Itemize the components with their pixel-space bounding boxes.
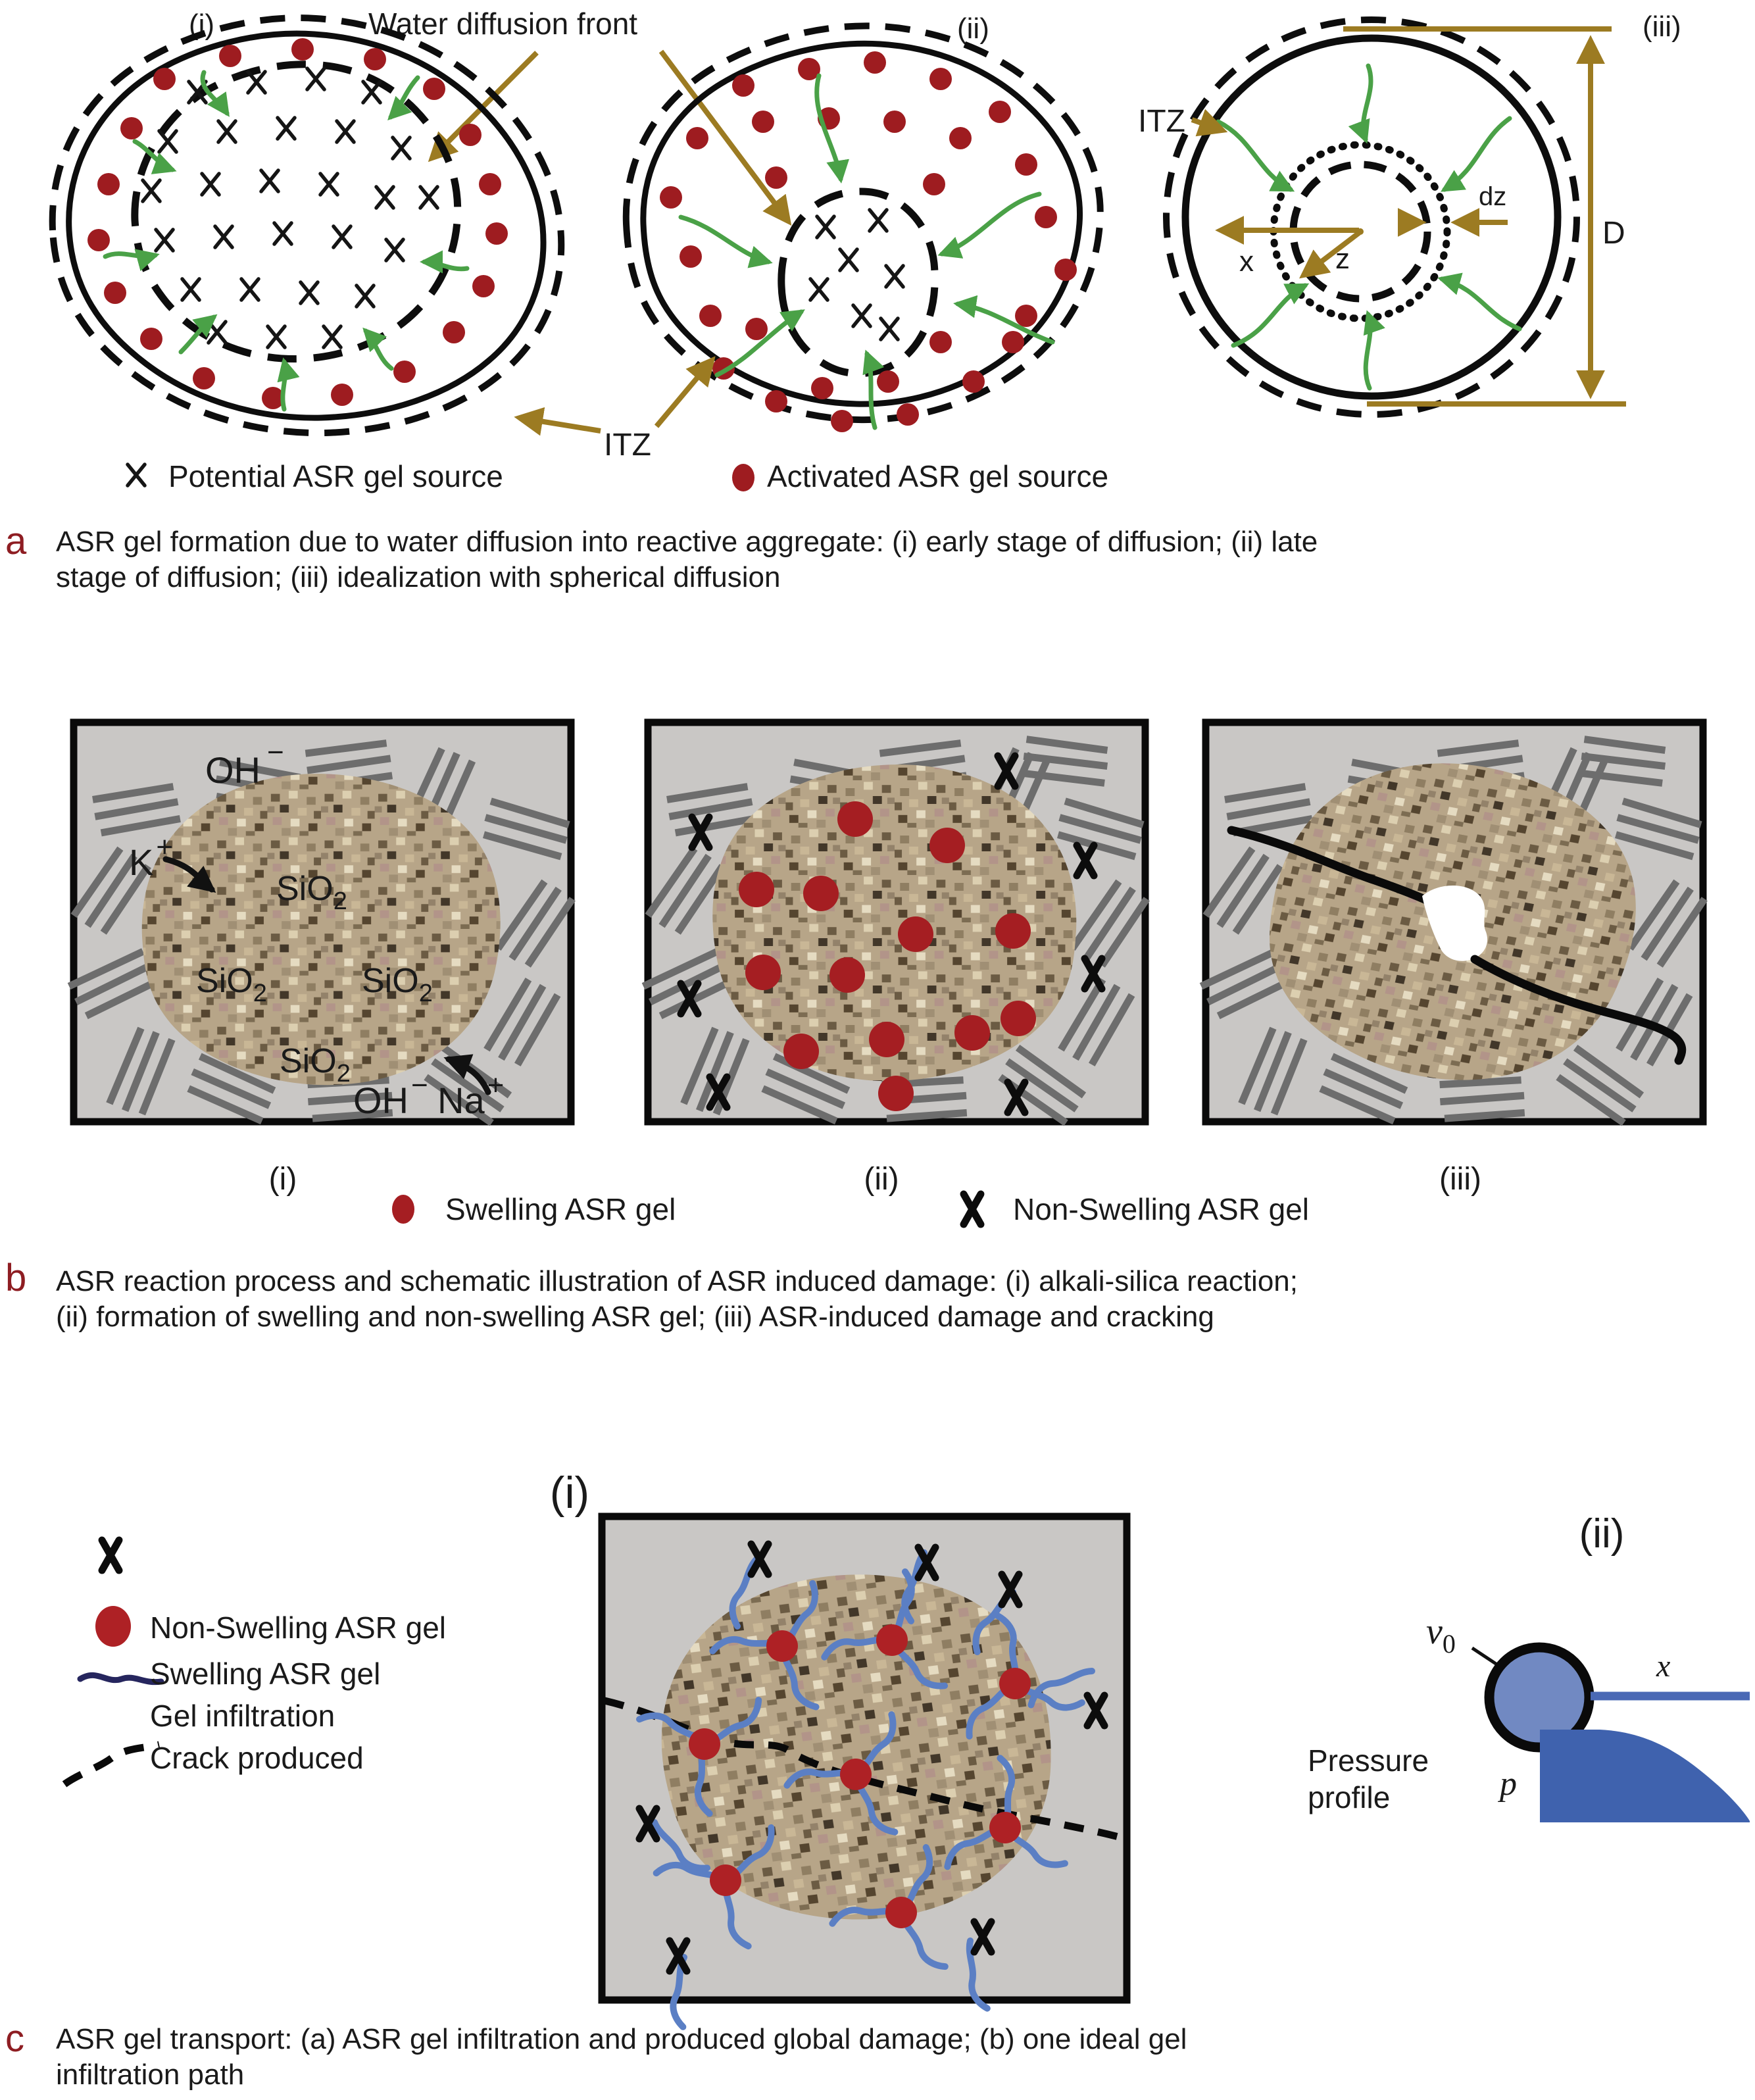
sio2-label-3: SiO2 — [362, 962, 433, 1007]
panel-b-sublabel-i: (i) — [269, 1162, 297, 1197]
sio2-label-1: SiO2 — [276, 870, 347, 915]
water-diffusion-front-label: Water diffusion front — [368, 7, 637, 41]
caption-a-line1: ASR gel formation due to water diffusion… — [56, 526, 1318, 558]
panel-a-legend: Potential ASR gel source Activated ASR g… — [128, 459, 1108, 493]
caption-c-letter: c — [5, 2017, 24, 2060]
reactive-aggregate-i — [141, 774, 501, 1086]
water-front-arrow-left — [428, 51, 539, 162]
x-dimension-label: x — [1239, 245, 1254, 278]
aggregate-late-stage — [622, 22, 1104, 432]
red-dot-icon — [392, 1195, 414, 1224]
pressure-label-line2: profile — [1308, 1780, 1390, 1814]
non-swelling-gel-dots — [689, 1624, 1031, 1928]
global-crack-dashed — [603, 1697, 1127, 1843]
gel-source-circle — [1484, 1642, 1594, 1753]
water-inflow-arrows-ii — [678, 73, 1055, 430]
aggregate-early-stage — [49, 14, 565, 437]
panel-c-ideal-path: (ii) v0 x Pressure profile p — [1308, 1511, 1750, 1822]
dashed-crack-icon — [62, 1741, 161, 1788]
swelling-gel-dots — [739, 801, 1036, 1111]
legend-c-swelling-label: Swelling ASR gel — [150, 1657, 380, 1691]
caption-c-line1: ASR gel transport: (a) ASR gel infiltrat… — [56, 2023, 1187, 2055]
panel-a-sublabel-ii: (ii) — [957, 12, 989, 45]
pressure-label-line1: Pressure — [1308, 1743, 1429, 1778]
red-dot-icon — [95, 1606, 131, 1647]
itz-arrow-right — [654, 356, 716, 428]
navy-wavy-line-icon — [77, 1672, 164, 1686]
oh-bottom-label: OH− — [353, 1069, 428, 1121]
oh-top-label: OH− — [205, 736, 284, 791]
legend-nonswelling-label: Non-Swelling ASR gel — [1013, 1192, 1309, 1226]
dz-label: dz — [1479, 182, 1506, 211]
panel-c-legend: Non-Swelling ASR gel Swelling ASR gel Ge… — [62, 1540, 446, 1788]
panel-a-sublabel-iii: (iii) — [1643, 11, 1681, 43]
water-inflow-arrows-iii — [1216, 63, 1522, 391]
panel-a-diagram: (i) (ii) (iii) Water diffusion front — [5, 7, 1681, 593]
crack-segment-left — [1227, 826, 1431, 905]
caption-b-line1: ASR reaction process and schematic illus… — [56, 1265, 1298, 1297]
activated-gel-sources-i — [87, 38, 508, 409]
caption-b-line2: (ii) formation of swelling and non-swell… — [56, 1301, 1214, 1333]
na-ion-label: Na+ — [437, 1069, 504, 1121]
x-mark-icon — [102, 1540, 119, 1570]
caption-c-line2: infiltration path — [56, 2059, 244, 2091]
itz-arrow-left — [514, 407, 601, 436]
pressure-profile-shape — [1540, 1730, 1750, 1822]
sio2-label-2: SiO2 — [196, 962, 267, 1007]
crack-segment-right — [1470, 955, 1687, 1065]
na-diffusion-arrow — [443, 1054, 491, 1095]
caption-b-letter: b — [5, 1257, 26, 1299]
x-mark-icon — [128, 464, 145, 486]
panel-b-legend: Swelling ASR gel Non-Swelling ASR gel — [392, 1192, 1309, 1226]
caption-a-line2: stage of diffusion; (iii) idealization w… — [56, 561, 780, 593]
panel-b-sublabel-ii: (ii) — [864, 1162, 899, 1197]
itz-label-a: ITZ — [604, 428, 651, 463]
activated-gel-sources-ii — [660, 51, 1077, 432]
legend-swelling-label: Swelling ASR gel — [445, 1192, 676, 1226]
panel-c-diagram: Non-Swelling ASR gel Swelling ASR gel Ge… — [5, 1468, 1750, 2091]
panel-b-box-ii — [642, 718, 1147, 1124]
water-front-arrow-right — [658, 49, 792, 226]
legend-c-nonswelling-label: Non-Swelling ASR gel — [150, 1611, 446, 1645]
potential-gel-sources-i — [143, 68, 437, 347]
legend-potential-label: Potential ASR gel source — [168, 459, 503, 493]
p-label: p — [1497, 1765, 1517, 1803]
sio2-label-4: SiO2 — [280, 1042, 351, 1088]
itz-arrow-iii — [1191, 109, 1228, 137]
legend-c-gel-infiltration-label: Gel infiltration — [150, 1699, 335, 1733]
white-gel-pocket — [1422, 885, 1488, 961]
legend-activated-label: Activated ASR gel source — [767, 459, 1108, 493]
caption-a-letter: a — [5, 520, 27, 562]
panel-c-box-i — [598, 1512, 1131, 2028]
k-diffusion-arrow — [162, 856, 216, 893]
potential-gel-sources-ii — [810, 210, 903, 339]
panel-b-sublabel-iii: (iii) — [1439, 1162, 1481, 1197]
d-dimension-label: D — [1602, 216, 1625, 251]
x-mark-icon — [964, 1194, 981, 1224]
panel-b-box-iii — [1200, 718, 1705, 1124]
panel-c-sublabel-i: (i) — [550, 1468, 589, 1518]
panel-b-box-i: OH− K+ SiO2 SiO2 SiO2 SiO2 OH− Na+ — [68, 718, 573, 1124]
idealized-sphere: ITZ x z dz D — [1138, 16, 1626, 418]
water-inflow-arrows-i — [103, 70, 470, 412]
v0-label: v0 — [1426, 1611, 1456, 1659]
legend-c-crack-label: Crack produced — [150, 1741, 364, 1775]
x-axis-label: x — [1656, 1649, 1670, 1684]
z-dimension-label: z — [1335, 243, 1350, 275]
panel-b-diagram: OH− K+ SiO2 SiO2 SiO2 SiO2 OH− Na+ — [5, 718, 1705, 1333]
panel-c-sublabel-ii: (ii) — [1579, 1511, 1625, 1557]
red-dot-icon — [732, 464, 754, 491]
itz-label-iii: ITZ — [1138, 104, 1185, 139]
z-dimension-arrow — [1299, 230, 1361, 279]
